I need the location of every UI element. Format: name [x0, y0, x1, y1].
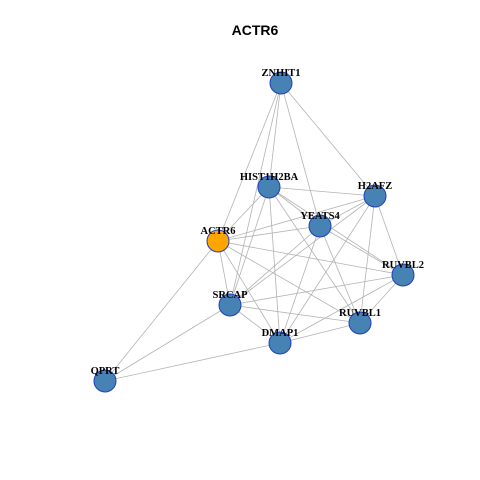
edge-hist1h2ba-ruvbl1	[268, 186, 361, 324]
edge-hist1h2ba-ruvbl2	[268, 186, 404, 276]
node-hist1h2ba[interactable]	[257, 175, 281, 199]
edge-actr6-qprt	[104, 240, 219, 382]
edge-znhit1-actr6	[217, 82, 282, 242]
edge-hist1h2ba-srcap	[229, 186, 270, 306]
edge-hist1h2ba-h2afz	[268, 186, 376, 197]
node-qprt[interactable]	[93, 369, 117, 393]
node-actr6[interactable]	[206, 229, 230, 253]
node-label-yeats4: YEATS4	[300, 211, 340, 222]
edge-yeats4-ruvbl2	[319, 225, 404, 276]
node-label-dmap1: DMAP1	[262, 328, 299, 339]
edge-h2afz-ruvbl2	[374, 195, 404, 276]
edge-dmap1-qprt	[104, 342, 281, 382]
edge-hist1h2ba-dmap1	[268, 186, 281, 344]
node-label-ruvbl1: RUVBL1	[339, 308, 381, 319]
node-label-hist1h2ba: HIST1H2BA	[240, 172, 299, 183]
node-ruvbl1[interactable]	[348, 311, 372, 335]
edge-h2afz-srcap	[229, 195, 376, 306]
edge-srcap-qprt	[104, 304, 231, 382]
edge-hist1h2ba-actr6	[217, 186, 270, 242]
edge-h2afz-ruvbl1	[359, 195, 376, 324]
graph-title: ACTR6	[232, 22, 279, 38]
node-label-srcap: SRCAP	[212, 290, 248, 301]
node-label-actr6: ACTR6	[200, 226, 235, 237]
edge-layer	[104, 82, 404, 382]
edge-h2afz-dmap1	[279, 195, 376, 344]
edge-actr6-ruvbl2	[217, 240, 404, 276]
node-label-qprt: QPRT	[91, 366, 120, 377]
edge-znhit1-hist1h2ba	[268, 82, 282, 188]
edge-yeats4-ruvbl1	[319, 225, 361, 324]
node-h2afz[interactable]	[363, 184, 387, 208]
node-label-h2afz: H2AFZ	[358, 181, 392, 192]
node-znhit1[interactable]	[269, 71, 293, 95]
edge-yeats4-srcap	[229, 225, 321, 306]
edge-ruvbl2-srcap	[229, 274, 404, 306]
edge-actr6-dmap1	[217, 240, 281, 344]
edge-yeats4-actr6	[217, 225, 321, 242]
edge-actr6-ruvbl1	[217, 240, 361, 324]
node-yeats4[interactable]	[308, 214, 332, 238]
node-label-znhit1: ZNHIT1	[261, 68, 300, 79]
node-label-ruvbl2: RUVBL2	[382, 260, 424, 271]
node-srcap[interactable]	[218, 293, 242, 317]
edge-znhit1-srcap	[229, 82, 282, 306]
edge-srcap-ruvbl1	[229, 304, 361, 324]
node-ruvbl2[interactable]	[391, 263, 415, 287]
edge-yeats4-dmap1	[279, 225, 321, 344]
edge-znhit1-h2afz	[280, 82, 376, 197]
edge-znhit1-yeats4	[280, 82, 321, 227]
node-dmap1[interactable]	[268, 331, 292, 355]
edge-ruvbl1-dmap1	[279, 322, 361, 344]
node-layer	[93, 71, 415, 393]
edge-h2afz-actr6	[217, 195, 376, 242]
edge-ruvbl2-dmap1	[279, 274, 404, 344]
